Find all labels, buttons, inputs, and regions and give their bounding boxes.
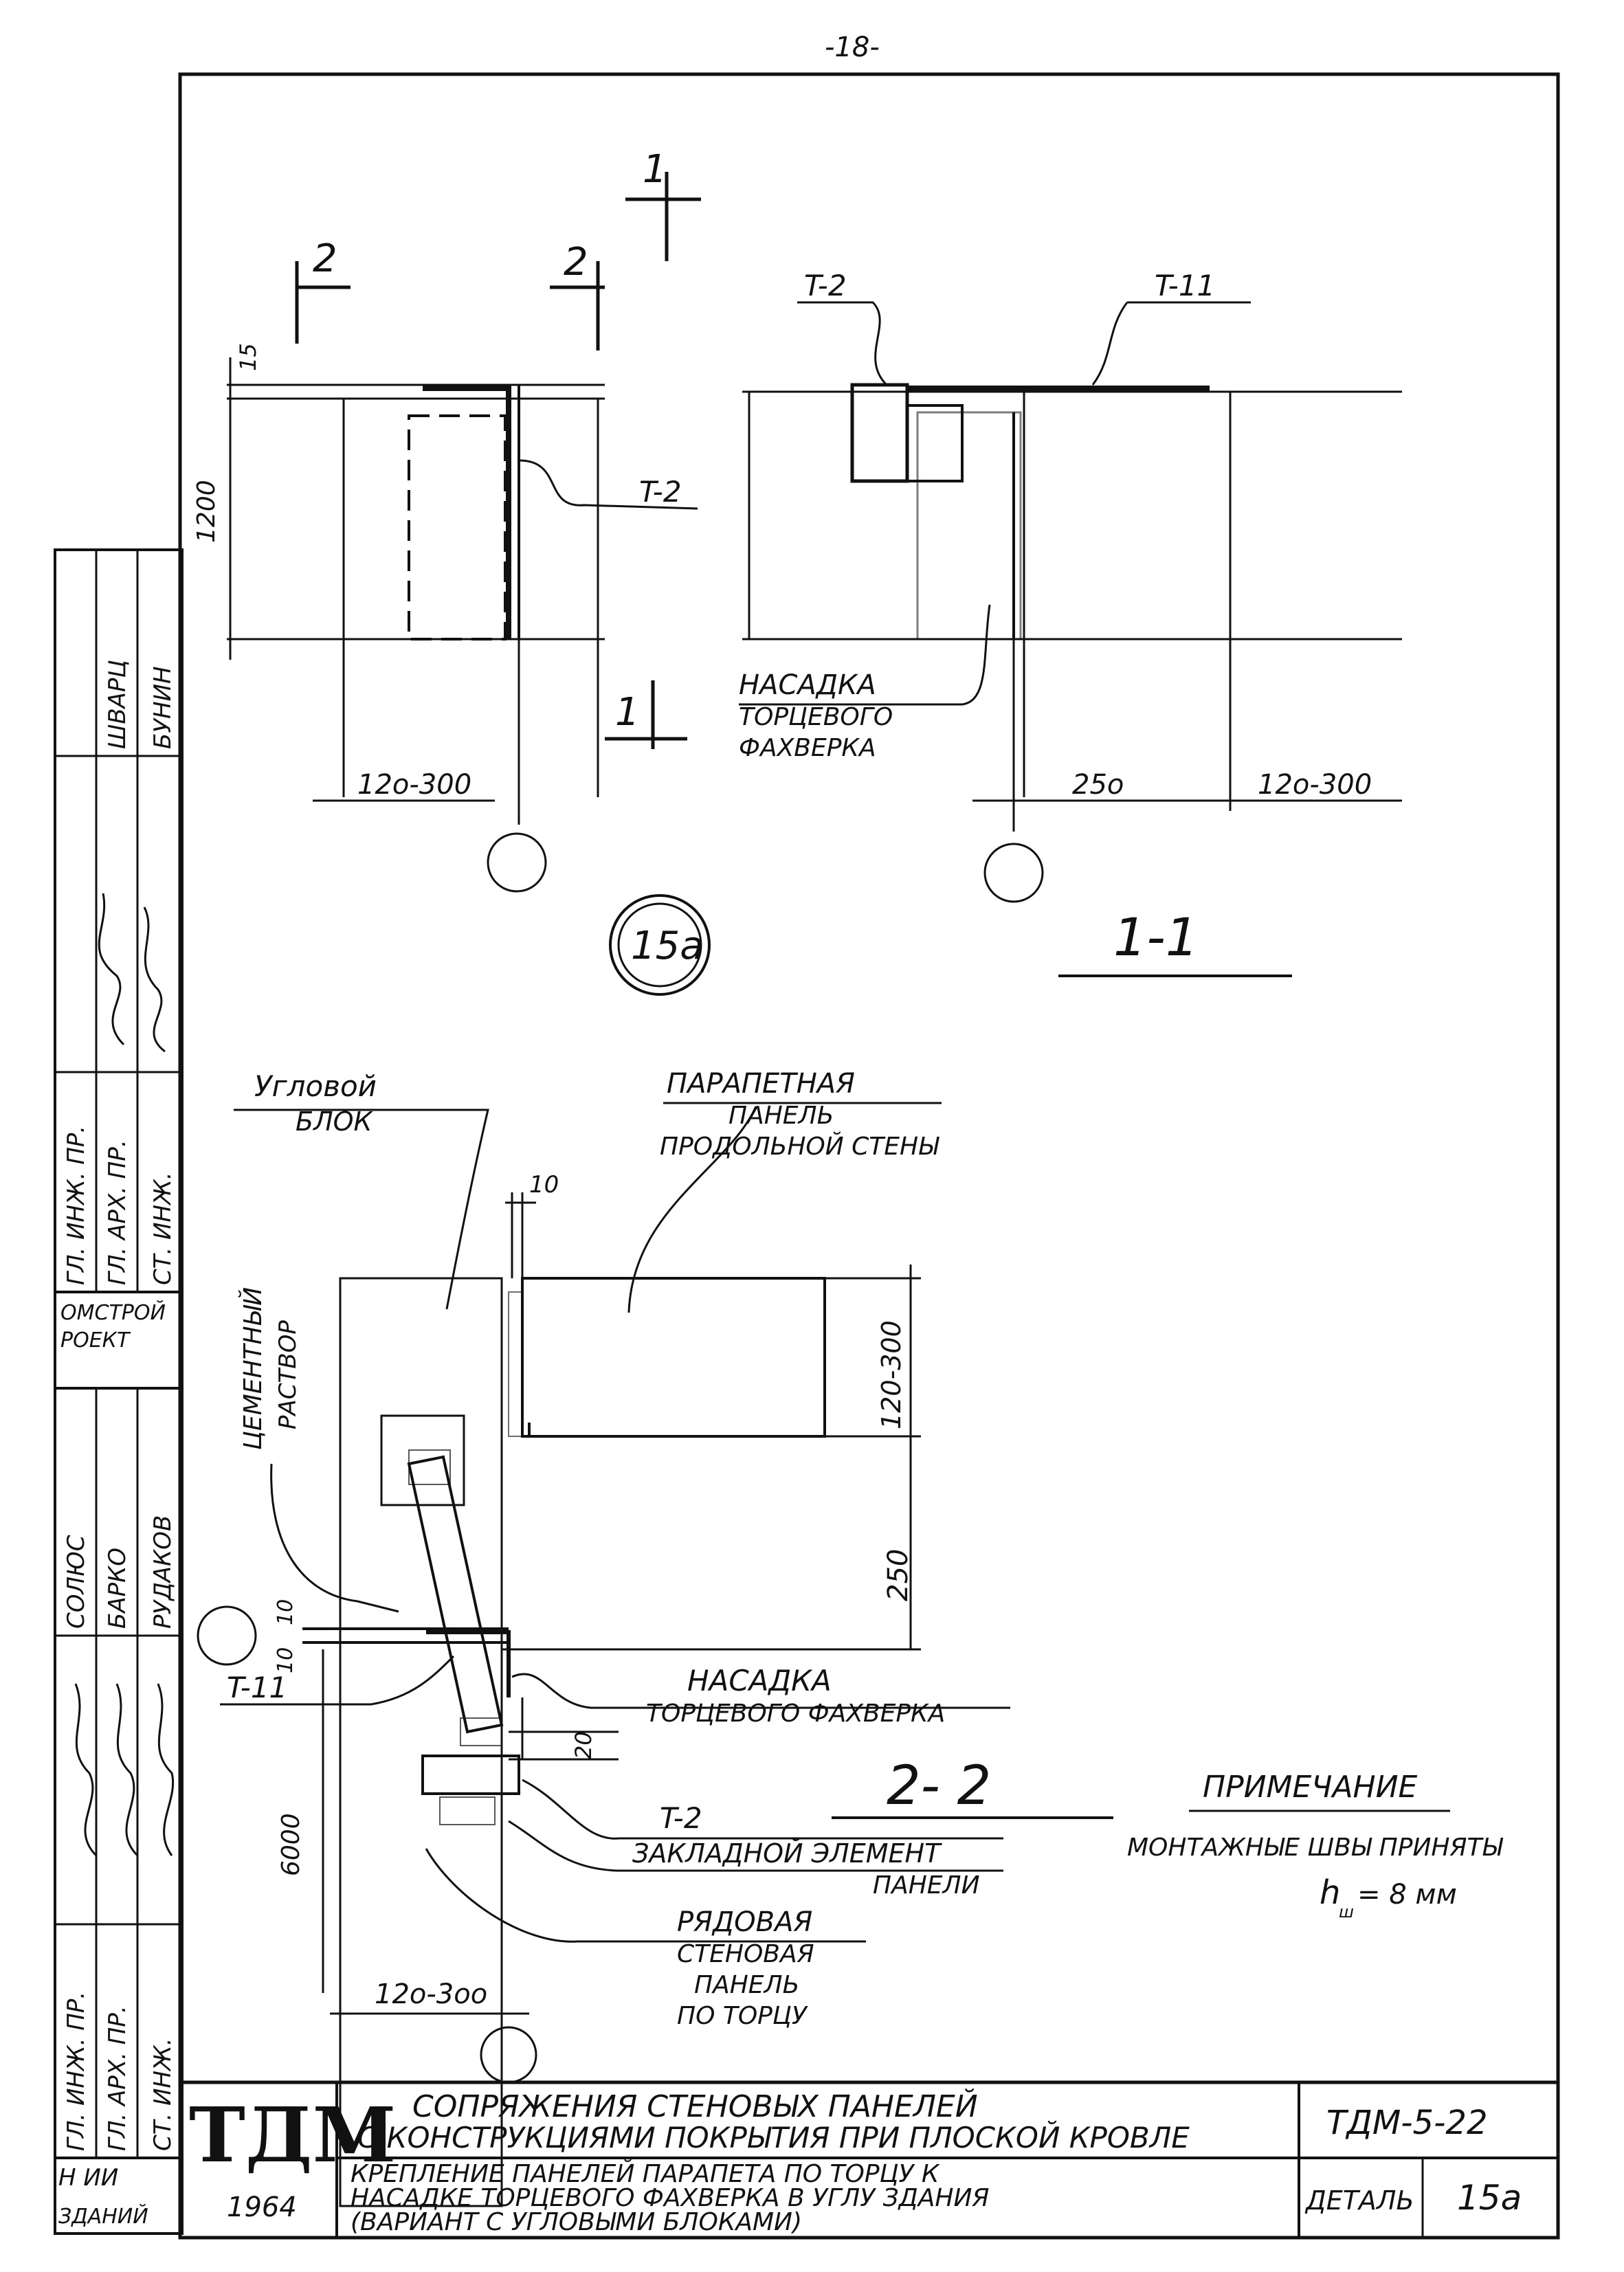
detail-mark-15a: 15a [609, 894, 711, 996]
svg-text:15a: 15a [631, 924, 704, 968]
signature-1 [98, 893, 125, 1046]
label-nasadka-bottom-2: ТОРЦЕВОГО ФАХВЕРКА [646, 1700, 945, 1728]
desc-line-2: НАСАДКЕ ТОРЦЕВОГО ФАХВЕРКА В УГЛУ ЗДАНИЯ [351, 2184, 989, 2212]
dim-250-top: 25o [1072, 769, 1124, 801]
label-embed-1: ЗАКЛАДНОЙ ЭЛЕМЕНТ [632, 1838, 942, 1869]
stamp-org-2: РОЕКТ [60, 1328, 131, 1352]
dim-20: 20 [570, 1731, 597, 1759]
label-corner-block-1: Угловой [254, 1069, 377, 1103]
title-line-2: С КОНСТРУКЦИЯМИ ПОКРЫТИЯ ПРИ ПЛОСКОЙ КРО… [357, 2120, 1190, 2154]
dim-10-left-b: 10 [274, 1647, 298, 1673]
dim-250-vert: 250 [882, 1549, 914, 1601]
label-row-1: РЯДОВАЯ [677, 1906, 812, 1938]
sheet-frame [178, 72, 1560, 2240]
label-row-2: СТЕНОВАЯ [677, 1940, 814, 1968]
stamp-col4-b: ГЛ. АРХ. ПР. [104, 2005, 131, 2151]
label-embed-2: ПАНЕЛИ [873, 1871, 980, 1900]
stamp-col3-b: БАРКО [104, 1548, 131, 1629]
signature-4 [115, 1683, 139, 1857]
drawing-code: ТДМ-5-22 [1326, 2104, 1488, 2142]
axis-bubble-bottom [480, 2026, 537, 2084]
section-title-2-2: 2- 2 [887, 1755, 991, 1817]
dim-120-300-left: 12o-300 [357, 769, 471, 801]
label-t2-right: T-2 [804, 269, 847, 302]
dim-1200: 1200 [192, 480, 221, 543]
dim-120-300-right: 12o-300 [1258, 769, 1372, 801]
note-block: ПРИМЕЧАНИЕ МОНТАЖНЫЕ ШВЫ ПРИНЯТЫ h ш = 8… [1127, 1770, 1503, 1922]
section-1-1: 1 2 2 15 1200 T-2 12o-300 [192, 147, 1402, 977]
note-line-2-h: h [1320, 1873, 1340, 1912]
label-t11: T-11 [1155, 269, 1215, 302]
desc-line-3: (ВАРИАНТ С УГЛОВЫМИ БЛОКАМИ) [351, 2208, 802, 2236]
label-t11-bottom: T-11 [227, 1671, 287, 1704]
label-cement-2: РАСТВОР [274, 1320, 302, 1429]
label-nasadka-top-1: НАСАДКА [739, 669, 876, 701]
label-parapet-3: ПРОДОЛЬНОЙ СТЕНЫ [660, 1132, 939, 1161]
dim-15: 15 [235, 343, 261, 371]
stamp-col3-a: СОЛЮС [63, 1535, 90, 1629]
label-nasadka-bottom-1: НАСАДКА [687, 1664, 832, 1697]
title-block: ТДМ 1964 СОПРЯЖЕНИЯ СТЕНОВЫХ ПАНЕЛЕЙ С К… [182, 2080, 1558, 2238]
axis-bubble-left [487, 832, 547, 893]
label-nasadka-top-2: ТОРЦЕВОГО [739, 703, 893, 731]
detail-number: 15a [1457, 2178, 1522, 2218]
signature-5 [157, 1683, 175, 1856]
desc-line-1: КРЕПЛЕНИЕ ПАНЕЛЕЙ ПАРАПЕТА ПО ТОРЦУ К [351, 2159, 940, 2188]
note-title: ПРИМЕЧАНИЕ [1203, 1770, 1418, 1805]
signature-3 [74, 1683, 98, 1857]
stamp-col3-c: РУДАКОВ [149, 1515, 177, 1629]
section-mark-2-right: 2 [564, 240, 588, 285]
page-number: -18- [825, 32, 880, 63]
section-mark-1-top: 1 [643, 147, 667, 192]
dim-10-left-a: 10 [274, 1599, 298, 1625]
label-cement-1: ЦЕМЕНТНЫЙ [238, 1287, 267, 1450]
stamp-col1-b: ГЛ. АРХ. ПР. [104, 1139, 131, 1285]
stamp-col2-a: ШВАРЦ [104, 660, 131, 749]
section-title-1-1: 1-1 [1113, 906, 1199, 968]
stamp-col4-a: ГЛ. ИНЖ. ПР. [63, 1992, 90, 2151]
title-year: 1964 [227, 2192, 297, 2223]
logo-tdm: ТДМ [189, 2091, 396, 2179]
stamp-org-1: ОМСТРОЙ [60, 1300, 166, 1325]
dim-120-300-bottom: 12o-3oo [375, 1979, 487, 2010]
signature-2 [143, 906, 166, 1053]
label-t2-bottom: T-2 [660, 1801, 702, 1835]
stamp-col1-a: ГЛ. ИНЖ. ПР. [63, 1126, 90, 1285]
note-line-2-sub: ш [1339, 1902, 1354, 1922]
dim-6000: 6000 [277, 1813, 305, 1876]
note-line-1: МОНТАЖНЫЕ ШВЫ ПРИНЯТЫ [1127, 1834, 1503, 1862]
label-t2-left: T-2 [639, 475, 682, 509]
dim-10-top: 10 [529, 1171, 559, 1199]
side-stamp: ГЛ. ИНЖ. ПР. ГЛ. АРХ. ПР. СТ. ИНЖ. ШВАРЦ… [54, 548, 183, 2235]
label-nasadka-top-3: ФАХВЕРКА [739, 734, 876, 762]
section-mark-2-left: 2 [313, 236, 337, 281]
stamp-col4-c: СТ. ИНЖ. [149, 2038, 177, 2151]
section-2-2: Угловой БЛОК ПАРАПЕТНАЯ ПАНЕЛЬ ПРОДОЛЬНО… [197, 1068, 1113, 2207]
label-row-4: ПО ТОРЦУ [677, 2002, 808, 2030]
axis-bubble-mid [197, 1605, 257, 1666]
label-corner-block-2: БЛОК [296, 1106, 374, 1137]
stamp-org-l1: Н ИИ [58, 2164, 118, 2192]
detail-label: ДЕТАЛЬ [1304, 2185, 1414, 2216]
note-line-2-rest: = 8 мм [1357, 1879, 1457, 1911]
axis-bubble-right [983, 843, 1044, 903]
label-row-3: ПАНЕЛЬ [694, 1971, 799, 1999]
label-parapet-1: ПАРАПЕТНАЯ [667, 1068, 855, 1100]
title-line-1: СОПРЯЖЕНИЯ СТЕНОВЫХ ПАНЕЛЕЙ [412, 2088, 978, 2124]
section-mark-1-bottom: 1 [615, 690, 640, 735]
dim-120-300-vert: 120-300 [876, 1320, 906, 1429]
stamp-org-l2: ЗДАНИЙ [58, 2204, 148, 2229]
stamp-col2-b: БУНИН [149, 666, 177, 749]
stamp-col1-c: СТ. ИНЖ. [149, 1172, 177, 1285]
